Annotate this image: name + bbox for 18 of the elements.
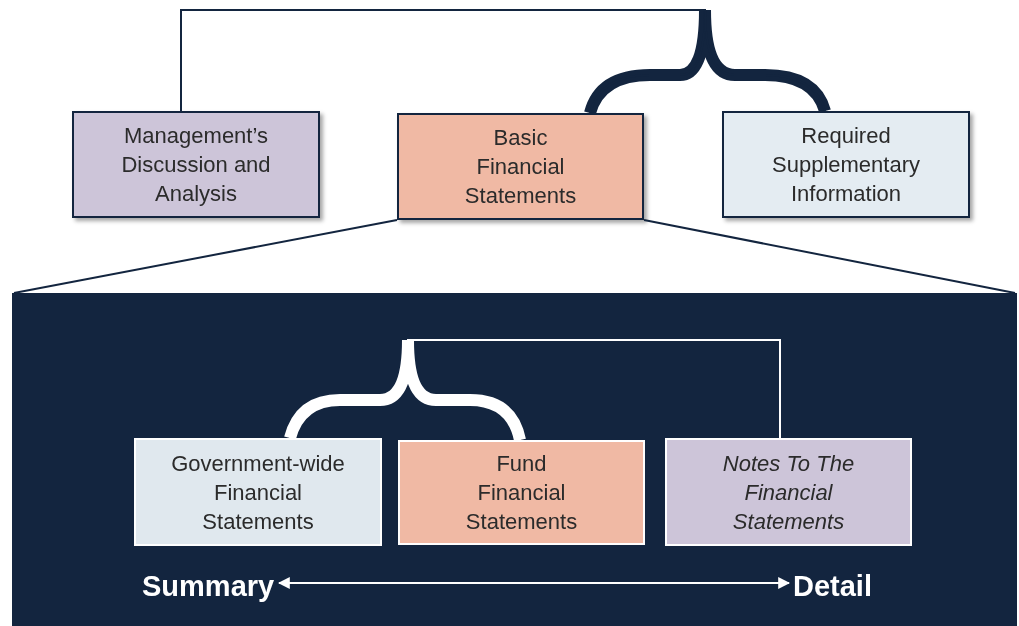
connector-line — [13, 219, 398, 294]
box-label: Required Supplementary Information — [771, 122, 921, 208]
box-label: Government-wide Financial Statements — [170, 449, 346, 536]
box-label: Notes To The Financial Statements — [721, 449, 856, 536]
statement-box — [134, 438, 382, 546]
summary-box — [722, 111, 970, 218]
box-label: Fund Financial Statements — [464, 450, 579, 536]
box-label: Basic Financial Statements — [463, 124, 578, 210]
statement-box — [665, 438, 912, 546]
summary-box — [397, 113, 644, 220]
connector-line — [643, 219, 1016, 294]
double-arrow — [277, 577, 791, 589]
summary-box — [72, 111, 320, 218]
dark-panel — [12, 293, 1017, 626]
statement-box — [398, 440, 645, 545]
scale-label: Detail — [793, 571, 872, 601]
box-label: Management’s Discussion and Analysis — [120, 122, 272, 208]
scale-label: Summary — [142, 571, 275, 601]
